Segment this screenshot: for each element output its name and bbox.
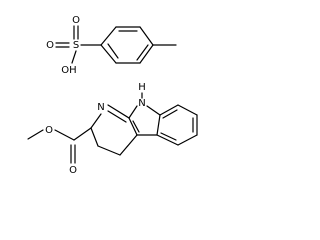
atom-label-H: H [138,82,146,93]
methyl-bond [27,129,44,140]
bond [156,114,161,136]
bond [128,105,138,119]
bond [107,104,130,119]
bond [90,127,99,147]
bond [119,134,138,156]
double-bond [160,132,177,141]
double-bond [162,109,178,119]
atom-label-O: O [45,125,53,136]
bond [73,127,92,141]
bond [100,44,117,64]
atom-label-O: O [69,165,77,176]
bond [128,117,138,136]
bond [146,105,161,116]
carboline-ester-molecule: H N N O O [27,82,198,176]
atom-label-S: S [73,40,79,51]
bond [100,26,117,46]
chemical-structure-diagram: S O O OH H [27,15,198,176]
sulfonic-acid-molecule: S O O OH [46,15,177,76]
bond [177,134,198,146]
atom-label-OH: OH [61,65,76,76]
atom-label-O: O [46,40,54,51]
atom-label-O: O [72,15,80,26]
atom-label-N: N [138,98,145,109]
double-bond [132,120,140,133]
bond [159,104,179,116]
bond [156,134,179,146]
bond [97,145,121,156]
bond [54,129,75,141]
bond [177,104,198,116]
atom-label-N: N [97,102,104,113]
bond [139,44,154,64]
bond [139,26,154,46]
bond [71,50,77,64]
bond [90,113,102,129]
double-bond [136,44,149,61]
double-bond [107,43,119,59]
double-bond [107,110,127,123]
